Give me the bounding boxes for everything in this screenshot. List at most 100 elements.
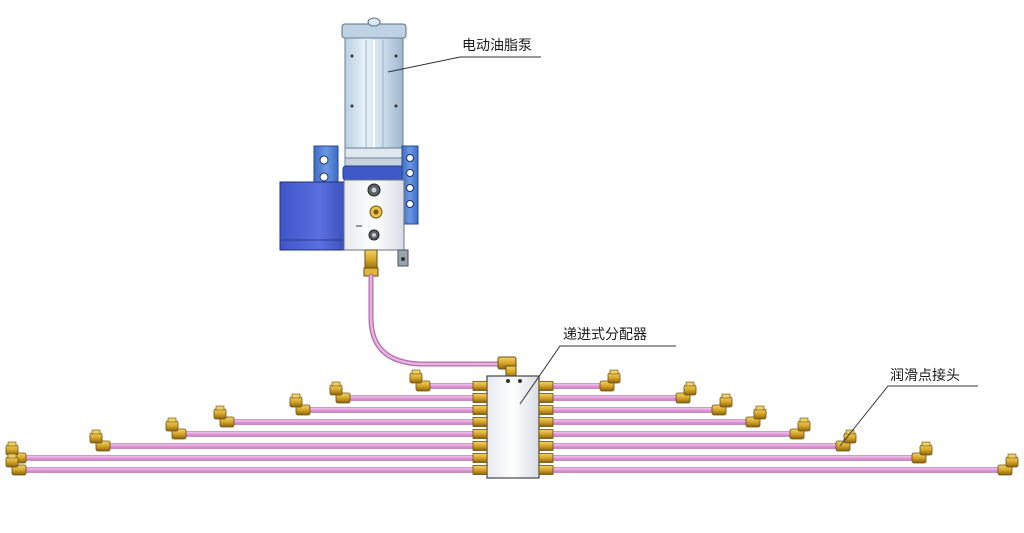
elbow-fitting-right-5 bbox=[835, 429, 857, 452]
elbow-riser bbox=[89, 432, 103, 444]
elbow-fitting-left-3 bbox=[213, 405, 235, 428]
tube-right-7 bbox=[550, 467, 999, 473]
divider-fitting-right-3 bbox=[538, 417, 554, 427]
divider-fitting-right-6 bbox=[538, 453, 554, 463]
leader-lines bbox=[387, 56, 978, 447]
elbow-riser bbox=[165, 420, 179, 432]
elbow-nut bbox=[411, 369, 421, 375]
elbow-riser bbox=[753, 408, 767, 420]
elbow-fitting-left-4 bbox=[165, 417, 187, 440]
tube-left-0 bbox=[429, 383, 476, 389]
elbow-nut bbox=[91, 429, 101, 435]
tube-right-1 bbox=[550, 395, 677, 401]
elbow-fitting-left-7 bbox=[5, 453, 27, 476]
tube-right-3 bbox=[550, 419, 747, 425]
elbow-fitting-left-2 bbox=[289, 393, 311, 416]
pump-motor bbox=[279, 181, 347, 251]
divider-block bbox=[486, 375, 540, 479]
elbow-nut bbox=[215, 405, 225, 411]
divider-fitting-left-5 bbox=[472, 441, 488, 451]
divider-fitting-left-2 bbox=[472, 405, 488, 415]
elbow-fitting-left-5 bbox=[89, 429, 111, 452]
elbow-body bbox=[745, 416, 761, 428]
elbow-body bbox=[415, 380, 431, 392]
tube-left-3 bbox=[233, 419, 476, 425]
elbow-body bbox=[219, 416, 235, 428]
elbow-riser bbox=[719, 396, 733, 408]
elbow-riser bbox=[797, 420, 811, 432]
elbow-nut bbox=[7, 441, 17, 447]
divider-fitting-right-7 bbox=[538, 465, 554, 475]
elbow-fitting-left-1 bbox=[329, 381, 351, 404]
cap-knob bbox=[367, 17, 381, 27]
divider-fitting-left-4 bbox=[472, 429, 488, 439]
elbow-riser bbox=[5, 444, 19, 456]
tube-left-1 bbox=[349, 395, 476, 401]
elbow-nut bbox=[755, 405, 765, 411]
elbow-body bbox=[675, 392, 691, 404]
elbow-riser bbox=[329, 384, 343, 396]
elbow-nut bbox=[609, 369, 619, 375]
progressive-divider bbox=[486, 375, 540, 479]
elbow-body bbox=[835, 440, 851, 452]
divider-fitting-left-7 bbox=[472, 465, 488, 475]
elbow-fitting-right-4 bbox=[789, 417, 811, 440]
elbow-riser bbox=[683, 384, 697, 396]
elbow-fitting-right-1 bbox=[675, 381, 697, 404]
elbow-fitting-right-2 bbox=[711, 393, 733, 416]
elbow-riser bbox=[607, 372, 621, 384]
divider-fitting-left-1 bbox=[472, 393, 488, 403]
elbow-body bbox=[711, 404, 727, 416]
divider-fitting-right-5 bbox=[538, 441, 554, 451]
tube-right-0 bbox=[550, 383, 601, 389]
elbow-body bbox=[171, 428, 187, 440]
elbow-body bbox=[789, 428, 805, 440]
leader-joint bbox=[839, 385, 978, 447]
elbow-fitting-right-0 bbox=[599, 369, 621, 392]
electric-grease-pump bbox=[279, 17, 419, 277]
elbow-nut bbox=[921, 441, 931, 447]
tube-left-7 bbox=[25, 467, 476, 473]
divider-outlet-fittings bbox=[472, 381, 554, 475]
pump-outlet-fitting bbox=[364, 249, 378, 271]
elbow-nut bbox=[799, 417, 809, 423]
label-electric-grease-pump: 电动油脂泵 bbox=[462, 38, 532, 54]
tube-left-2 bbox=[309, 407, 476, 413]
tube-right-6 bbox=[550, 455, 913, 461]
elbow-riser bbox=[1005, 456, 1019, 468]
label-lubrication-point-joint: 润滑点接头 bbox=[890, 368, 960, 384]
elbow-riser bbox=[5, 456, 19, 468]
elbow-nut bbox=[167, 417, 177, 423]
tube-right-5 bbox=[550, 443, 837, 449]
elbow-nut bbox=[7, 453, 17, 459]
elbow-fitting-right-7 bbox=[997, 453, 1019, 476]
elbow-nut bbox=[721, 393, 731, 399]
elbow-nut bbox=[291, 393, 301, 399]
divider-fitting-left-6 bbox=[472, 453, 488, 463]
elbow-body bbox=[911, 452, 927, 464]
elbow-riser bbox=[289, 396, 303, 408]
tube-left-4 bbox=[185, 431, 476, 437]
elbow-body bbox=[295, 404, 311, 416]
elbow-body bbox=[95, 440, 111, 452]
divider-fitting-right-2 bbox=[538, 405, 554, 415]
elbow-riser bbox=[409, 372, 423, 384]
leader-pump bbox=[387, 56, 541, 73]
tube-left-5 bbox=[109, 443, 476, 449]
tube-left-6 bbox=[25, 455, 476, 461]
elbow-nut bbox=[685, 381, 695, 387]
tube-right-2 bbox=[550, 407, 713, 413]
elbow-fitting-right-6 bbox=[911, 441, 933, 464]
divider-fitting-left-0 bbox=[472, 381, 488, 391]
elbow-body bbox=[335, 392, 351, 404]
elbow-body bbox=[997, 464, 1013, 476]
elbow-fitting-right-3 bbox=[745, 405, 767, 428]
elbow-fitting-left-0 bbox=[409, 369, 431, 392]
tube-right-4 bbox=[550, 431, 791, 437]
divider-fitting-right-4 bbox=[538, 429, 554, 439]
leader-divider bbox=[519, 345, 676, 405]
elbow-body bbox=[599, 380, 615, 392]
elbow-riser bbox=[919, 444, 933, 456]
